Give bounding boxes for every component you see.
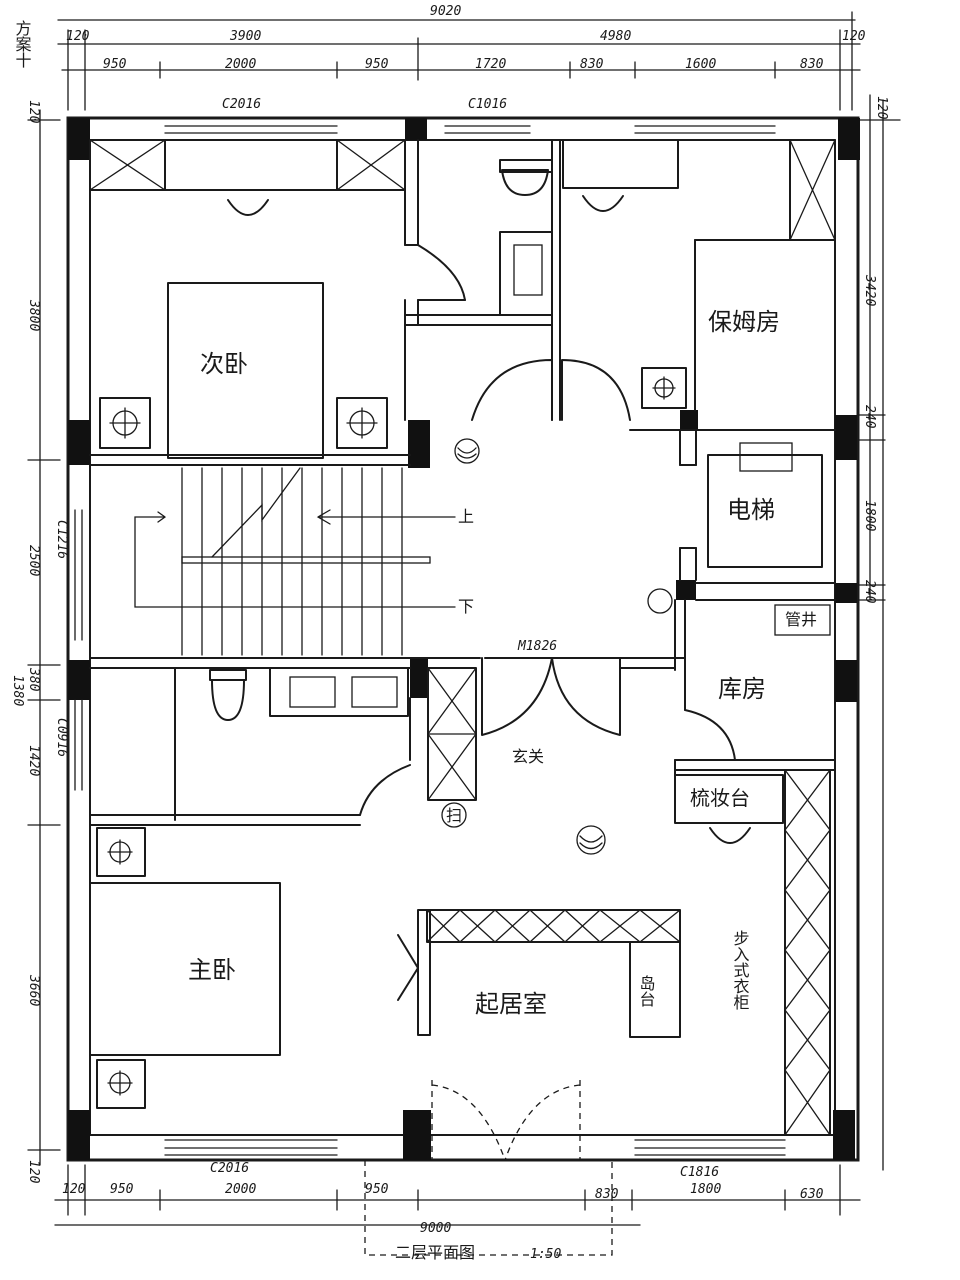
dim-left-380: 380 [26, 667, 41, 692]
dim-left-3800: 3800 [26, 299, 41, 331]
scheme-note: 方案十 [13, 20, 32, 68]
stair-down-label: 下 [458, 597, 474, 616]
dim-bottom-950-a: 950 [110, 1182, 134, 1197]
dim-top-830-b: 830 [800, 57, 824, 72]
drawing-scale: 1:50 [530, 1247, 561, 1262]
dim-left-120-top: 120 [26, 100, 41, 124]
dimension-lines: 9020 120 3900 4980 120 950 2000 950 1720… [10, 4, 901, 1236]
doors: M1826 [359, 244, 736, 1256]
dim-top-2000: 2000 [225, 57, 256, 72]
dim-left-2500: 2500 [26, 545, 41, 576]
drawing-titles: 方案十 二层平面图 1:50 [13, 20, 562, 1262]
window-bottom-right-label: C1816 [680, 1165, 719, 1180]
dim-top-950-b: 950 [365, 57, 389, 72]
dim-bottom-120: 120 [62, 1182, 86, 1197]
window-top-mid-label: C1016 [468, 97, 507, 112]
stair-up-label: 上 [458, 507, 474, 526]
window-left-stair-label: C1216 [54, 520, 69, 559]
furniture [89, 139, 784, 1109]
dim-right-120: 120 [874, 96, 889, 120]
room-label-living: 起居室 [475, 990, 547, 1018]
dim-right-3420: 3420 [862, 274, 877, 306]
window-bottom-left-label: C2016 [210, 1161, 249, 1176]
staircase: 上 下 [134, 467, 474, 656]
dim-top-1720: 1720 [475, 57, 506, 72]
dim-top-120-left: 120 [66, 29, 90, 44]
room-label-nanny: 保姆房 [708, 308, 780, 336]
room-label-foyer: 玄关 [512, 747, 544, 766]
window-left-bath-label: C0916 [54, 718, 69, 757]
dim-bottom-830: 830 [595, 1187, 619, 1202]
windows: C2016 C1016 C1216 C0916 C2016 C1816 [54, 97, 786, 1180]
room-label-pipe-shaft: 管井 [785, 610, 817, 629]
structural-columns [68, 118, 860, 1160]
drawing-title: 二层平面图 [395, 1243, 475, 1262]
dim-bottom-950-b: 950 [365, 1182, 389, 1197]
dim-left-120-bottom: 120 [26, 1160, 41, 1184]
dim-left-cut: 1380 [10, 675, 25, 706]
dim-top-4980: 4980 [600, 29, 631, 44]
room-label-sweep: 扫 [446, 806, 462, 825]
closets [89, 139, 836, 1136]
dim-top-120-right: 120 [842, 29, 866, 44]
room-label-storage: 库房 [718, 675, 766, 703]
dim-bottom-630: 630 [800, 1187, 824, 1202]
dim-right-240-b: 240 [862, 580, 877, 604]
room-label-walk-in-closet: 步入式衣柜 [731, 930, 750, 1010]
dim-right-240-a: 240 [862, 405, 877, 429]
room-label-elevator: 电梯 [727, 496, 775, 524]
dim-top-950-a: 950 [103, 57, 127, 72]
dim-top-3900: 3900 [229, 29, 261, 44]
room-label-master-bedroom: 主卧 [188, 956, 236, 984]
room-labels: 次卧 保姆房 电梯 管井 库房 玄关 梳妆台 扫 主卧 起居室 岛台 步入式衣柜 [188, 308, 817, 1018]
dim-top-overall: 9020 [430, 4, 461, 19]
door-entry-label: M1826 [517, 639, 557, 654]
dim-bottom-overall: 9000 [420, 1221, 451, 1236]
dim-bottom-2000: 2000 [225, 1182, 256, 1197]
dim-left-1420: 1420 [26, 745, 41, 776]
window-top-left-label: C2016 [222, 97, 261, 112]
dim-bottom-1800: 1800 [690, 1182, 721, 1197]
dim-left-3660: 3660 [26, 974, 41, 1006]
dim-top-830-a: 830 [580, 57, 604, 72]
room-label-dresser: 梳妆台 [690, 786, 750, 810]
room-label-secondary-bedroom: 次卧 [200, 350, 248, 378]
room-label-island: 岛台 [637, 975, 656, 1007]
dim-top-1600: 1600 [685, 57, 716, 72]
dim-right-1800: 1800 [862, 500, 877, 531]
interior-walls [89, 139, 836, 826]
